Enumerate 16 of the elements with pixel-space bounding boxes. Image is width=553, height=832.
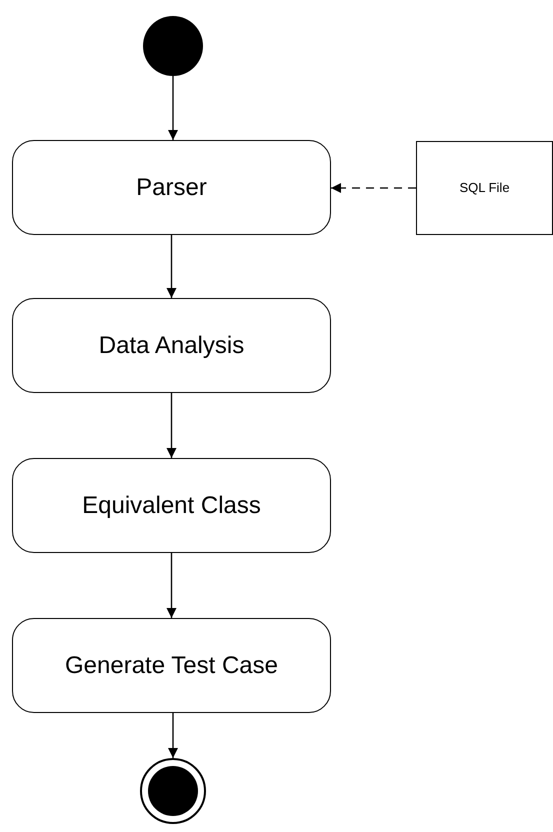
node-label: Generate Test Case (64, 650, 278, 680)
arrow (166, 235, 176, 298)
arrow (331, 183, 416, 193)
node-label: Parser (136, 172, 207, 202)
node-label: SQL File (459, 179, 510, 198)
arrow (166, 393, 176, 458)
node-label: Data Analysis (98, 330, 244, 360)
arrow (168, 713, 178, 758)
object-box (416, 141, 553, 235)
arrow (168, 76, 178, 140)
action-box (12, 298, 331, 393)
action-box (12, 140, 331, 235)
node-label: Equivalent Class (82, 490, 261, 520)
action-box (12, 618, 331, 713)
arrow (166, 553, 176, 618)
action-box (12, 458, 331, 553)
